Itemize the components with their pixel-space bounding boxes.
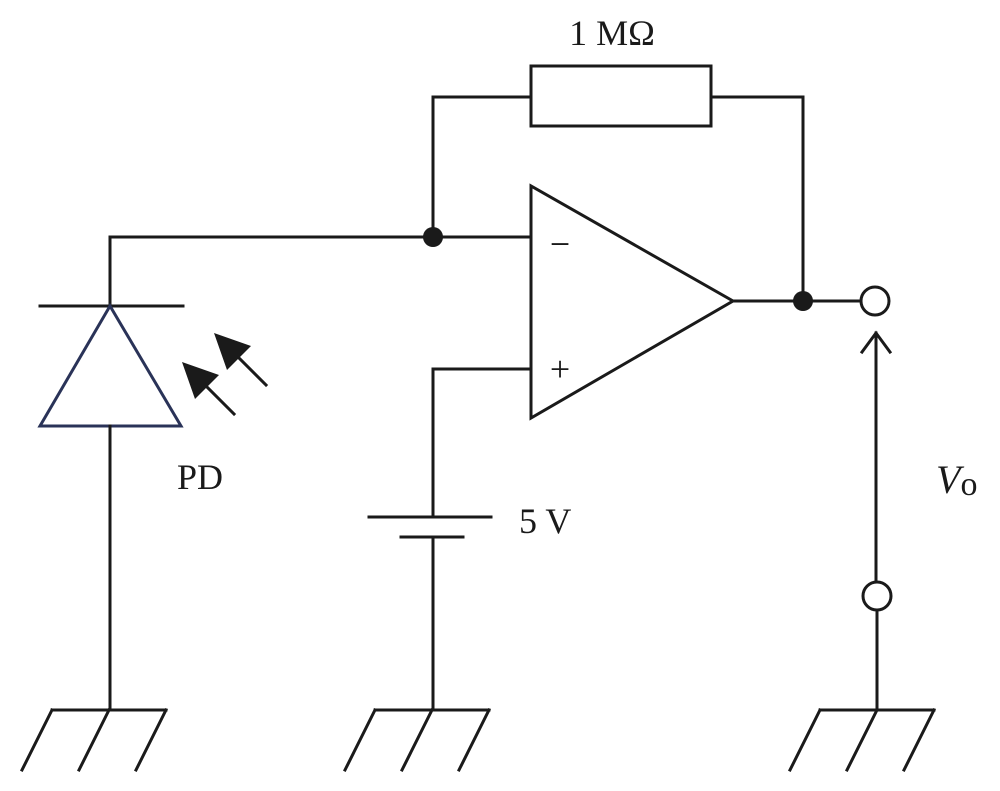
light-ray-2-head [182, 362, 219, 399]
inverting-input-wire [108, 235, 533, 308]
junction-dot-input [423, 227, 443, 247]
op-amp-plus-sign: + [550, 349, 570, 389]
ground-symbol-left [19, 707, 169, 773]
vo-label-main: V [936, 457, 965, 502]
feedback-resistor [529, 64, 713, 128]
feedback-wire-right [709, 95, 805, 303]
feedback-wire-left [431, 95, 533, 239]
junction-dot-output [793, 291, 813, 311]
resistor-label: 1 MΩ [569, 13, 655, 53]
output-terminal-bottom [861, 580, 893, 612]
vo-label: Vo [936, 457, 977, 503]
battery-label: 5 V [519, 501, 571, 541]
vo-label-sub: o [960, 466, 977, 503]
vo-arrow-head [859, 330, 893, 355]
photodiode-triangle [37, 303, 184, 428]
photodiode-label: PD [177, 457, 223, 497]
output-terminal-top [859, 285, 891, 317]
op-amp [529, 183, 737, 421]
battery-top-wire [431, 367, 533, 519]
ground-symbol-right [787, 707, 937, 773]
op-amp-minus-sign: − [550, 224, 570, 264]
ground-symbol-middle [342, 707, 492, 773]
light-ray-1-head [214, 333, 251, 370]
